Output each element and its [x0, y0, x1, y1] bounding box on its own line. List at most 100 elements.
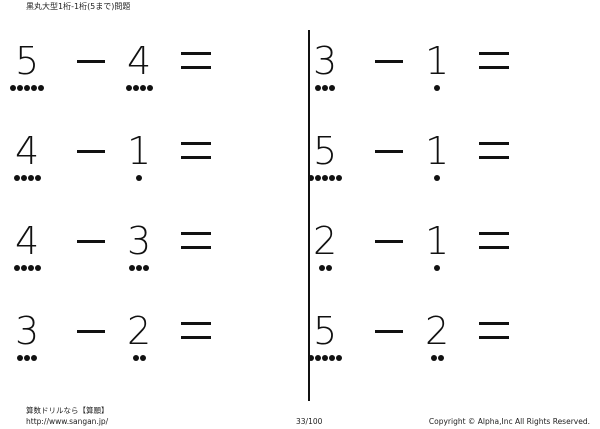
subtrahend-digit: 1: [425, 129, 450, 173]
count-dot: [315, 175, 321, 181]
minus-sign: [375, 240, 403, 243]
equals-sign: [181, 322, 211, 340]
copyright-notice: Copyright © Alpha,Inc All Rights Reserve…: [428, 417, 590, 426]
count-dot: [329, 85, 335, 91]
equals-sign: [181, 232, 211, 250]
minuend-dot-row: [10, 85, 44, 93]
subtrahend-dot-row: [430, 355, 444, 363]
minuend-dot-row: [315, 85, 335, 93]
minus-sign: [77, 330, 105, 333]
site-url-link[interactable]: http://www.sangan.jp/: [26, 417, 109, 426]
count-dot: [129, 265, 135, 271]
count-dot: [308, 355, 314, 361]
minus-sign: [375, 330, 403, 333]
minuend-digit: 3: [313, 39, 338, 83]
count-dot: [27, 265, 34, 271]
equals-sign: [479, 322, 509, 340]
count-dot: [27, 175, 34, 181]
count-dot: [24, 85, 30, 91]
count-dot: [139, 355, 146, 361]
count-dot: [146, 85, 153, 91]
count-dot: [136, 265, 142, 271]
equals-sign: [479, 52, 509, 70]
worksheet-title: 黒丸大型1桁-1桁(5まで)問題: [26, 2, 131, 11]
minus-sign: [375, 150, 403, 153]
minus-sign: [77, 240, 105, 243]
minuend-digit: 5: [313, 129, 338, 173]
minus-sign: [77, 60, 105, 63]
count-dot: [434, 85, 440, 91]
count-dot: [132, 85, 139, 91]
minuend-digit: 5: [15, 39, 40, 83]
subtrahend-dot-row: [132, 355, 146, 363]
count-dot: [430, 355, 437, 361]
count-dot: [336, 175, 342, 181]
minuend-digit: 3: [15, 309, 40, 353]
count-dot: [322, 175, 328, 181]
column-divider: [308, 30, 310, 401]
minuend-dot-row: [17, 355, 37, 363]
minuend-dot-row: [308, 175, 342, 183]
subtrahend-digit: 2: [425, 309, 450, 353]
count-dot: [17, 355, 23, 361]
count-dot: [38, 85, 44, 91]
subtrahend-dot-row: [434, 175, 440, 183]
count-dot: [325, 265, 332, 271]
minus-sign: [77, 150, 105, 153]
count-dot: [434, 265, 440, 271]
count-dot: [322, 355, 328, 361]
count-dot: [322, 85, 328, 91]
count-dot: [318, 265, 325, 271]
minuend-digit: 2: [313, 219, 338, 263]
subtrahend-digit: 4: [127, 39, 152, 83]
count-dot: [10, 85, 16, 91]
minuend-dot-row: [318, 265, 332, 273]
subtrahend-digit: 1: [425, 219, 450, 263]
page-number: 33/100: [296, 417, 323, 426]
count-dot: [13, 175, 20, 181]
site-name: 算数ドリルなら【算願】: [26, 406, 109, 415]
footer-left: 算数ドリルなら【算願】 http://www.sangan.jp/: [26, 405, 109, 427]
minuend-dot-row: [13, 265, 41, 273]
subtrahend-dot-row: [434, 85, 440, 93]
subtrahend-dot-row: [129, 265, 149, 273]
minuend-dot-row: [308, 355, 342, 363]
minuend-digit: 4: [15, 219, 40, 263]
count-dot: [329, 355, 335, 361]
equals-sign: [479, 142, 509, 160]
minuend-dot-row: [13, 175, 41, 183]
subtrahend-dot-row: [136, 175, 142, 183]
count-dot: [24, 355, 30, 361]
minus-sign: [375, 60, 403, 63]
minuend-digit: 4: [15, 129, 40, 173]
count-dot: [20, 175, 27, 181]
count-dot: [437, 355, 444, 361]
count-dot: [329, 175, 335, 181]
count-dot: [34, 265, 41, 271]
count-dot: [31, 85, 37, 91]
count-dot: [308, 175, 314, 181]
subtrahend-digit: 3: [127, 219, 152, 263]
count-dot: [31, 355, 37, 361]
count-dot: [139, 85, 146, 91]
equals-sign: [181, 142, 211, 160]
count-dot: [136, 175, 142, 181]
count-dot: [13, 265, 20, 271]
count-dot: [315, 85, 321, 91]
count-dot: [34, 175, 41, 181]
count-dot: [125, 85, 132, 91]
count-dot: [20, 265, 27, 271]
subtrahend-digit: 1: [425, 39, 450, 83]
equals-sign: [479, 232, 509, 250]
count-dot: [132, 355, 139, 361]
count-dot: [17, 85, 23, 91]
count-dot: [434, 175, 440, 181]
